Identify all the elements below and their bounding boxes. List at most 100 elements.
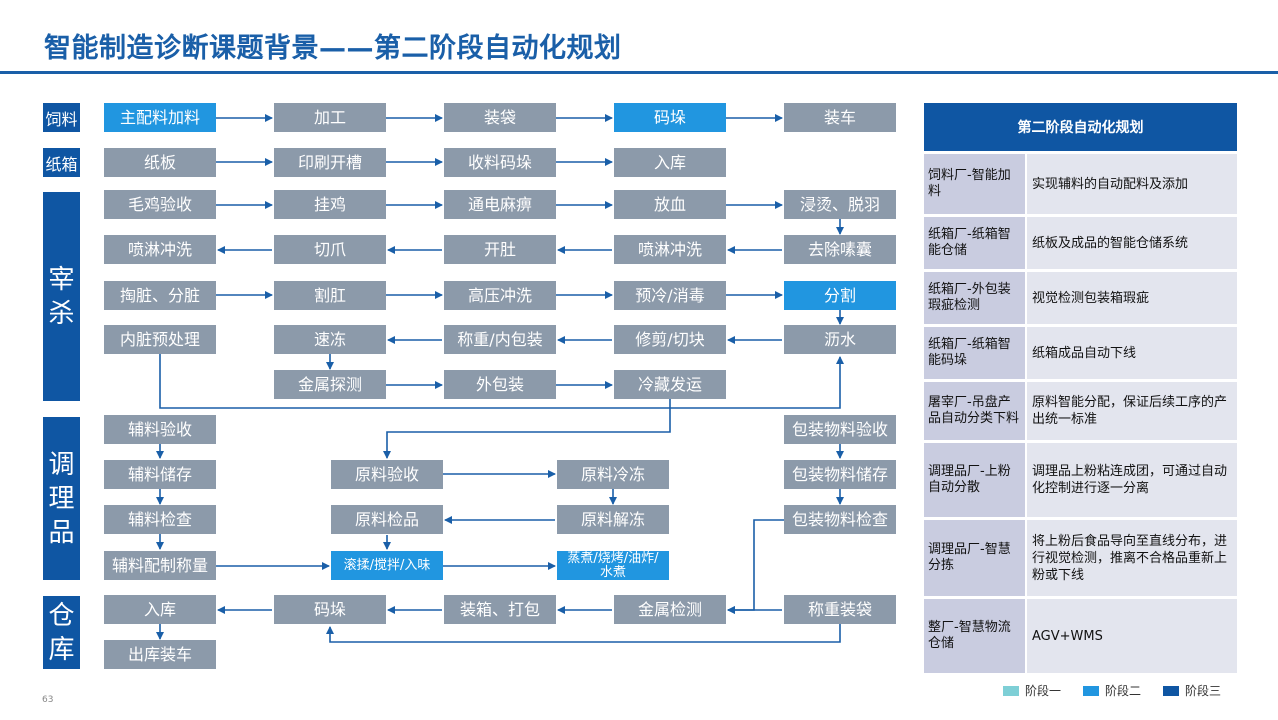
row-label-slaughter-char: 宰 bbox=[48, 264, 75, 295]
process-box-slaughter: 切爪 bbox=[274, 235, 386, 264]
process-box-slaughter: 速冻 bbox=[274, 325, 386, 354]
panel-row-key: 纸箱厂-外包装瑕疵检测 bbox=[924, 272, 1025, 324]
process-box-prepared: 辅料储存 bbox=[104, 460, 216, 489]
process-box-warehouse: 称重装袋 bbox=[784, 595, 896, 624]
process-box-prepared-cooking: 蒸煮/烧烤/油炸/水煮 bbox=[557, 551, 669, 580]
panel-row-value: 调理品上粉粘连成团，可通过自动化控制进行逐一分离 bbox=[1025, 443, 1237, 517]
row-label-feed-text: 饲料 bbox=[45, 109, 78, 129]
process-box-slaughter: 金属探测 bbox=[274, 370, 386, 399]
legend-item-stage2: 阶段二 bbox=[1083, 682, 1141, 699]
process-box-prepared-packaging: 包装物料检查 bbox=[784, 505, 896, 534]
row-label-warehouse-char: 仓 bbox=[48, 600, 75, 631]
process-box-slaughter: 挂鸡 bbox=[274, 190, 386, 219]
row-label-prepared-char: 品 bbox=[48, 517, 75, 548]
process-box-carton-board: 纸板 bbox=[104, 148, 216, 177]
process-box-prepared-packaging: 包装物料验收 bbox=[784, 415, 896, 444]
process-box-warehouse: 装箱、打包 bbox=[444, 595, 556, 624]
process-box-slaughter: 去除嗉囊 bbox=[784, 235, 896, 264]
process-box-slaughter: 内脏预处理 bbox=[104, 325, 216, 354]
process-box-slaughter: 开肚 bbox=[444, 235, 556, 264]
legend-swatch-stage2 bbox=[1083, 685, 1099, 696]
panel-row: 饲料厂-智能加料 实现辅料的自动配料及添加 bbox=[924, 151, 1237, 214]
process-box-slaughter: 外包装 bbox=[444, 370, 556, 399]
panel-row-key: 调理品厂-上粉自动分散 bbox=[924, 443, 1025, 517]
page-number: 63 bbox=[42, 695, 54, 705]
process-box-slaughter: 放血 bbox=[614, 190, 726, 219]
legend-label: 阶段三 bbox=[1185, 684, 1222, 698]
process-box-carton-printing: 印刷开槽 bbox=[274, 148, 386, 177]
process-box-warehouse: 出库装车 bbox=[104, 640, 216, 669]
panel-row: 屠宰厂-吊盘产品自动分类下料 原料智能分配，保证后续工序的产出统一标准 bbox=[924, 379, 1237, 440]
process-box-prepared: 原料验收 bbox=[331, 460, 443, 489]
process-box-feed-ingredient-dosing: 主配料加料 bbox=[104, 103, 216, 132]
panel-row: 调理品厂-上粉自动分散 调理品上粉粘连成团，可通过自动化控制进行逐一分离 bbox=[924, 440, 1237, 517]
process-box-prepared: 辅料配制称量 bbox=[104, 551, 216, 580]
panel-row-key: 屠宰厂-吊盘产品自动分类下料 bbox=[924, 382, 1025, 440]
row-label-slaughter-char: 杀 bbox=[48, 298, 75, 329]
process-box-slaughter: 预冷/消毒 bbox=[614, 281, 726, 310]
panel-row-key: 饲料厂-智能加料 bbox=[924, 154, 1025, 214]
legend-item-stage1: 阶段一 bbox=[1003, 682, 1061, 699]
panel-row: 纸箱厂-外包装瑕疵检测 视觉检测包装箱瑕疵 bbox=[924, 269, 1237, 324]
row-label-warehouse-char: 库 bbox=[48, 634, 75, 665]
panel-row-key: 调理品厂-智慧分拣 bbox=[924, 520, 1025, 596]
process-box-slaughter: 高压冲洗 bbox=[444, 281, 556, 310]
panel-row-key: 纸箱厂-纸箱智能码垛 bbox=[924, 327, 1025, 379]
legend-label: 阶段一 bbox=[1025, 684, 1062, 698]
panel-row: 整厂-智慧物流仓储 AGV+WMS bbox=[924, 596, 1237, 673]
panel-row: 纸箱厂-纸箱智能码垛 纸箱成品自动下线 bbox=[924, 324, 1237, 379]
row-label-prepared: 调 理 品 bbox=[43, 417, 80, 580]
panel-row-value: 纸板及成品的智能仓储系统 bbox=[1025, 217, 1237, 269]
process-box-slaughter: 喷淋冲洗 bbox=[614, 235, 726, 264]
panel-row-key: 整厂-智慧物流仓储 bbox=[924, 599, 1025, 673]
row-label-prepared-char: 调 bbox=[48, 449, 75, 480]
process-box-feed-processing: 加工 bbox=[274, 103, 386, 132]
process-box-slaughter: 冷藏发运 bbox=[614, 370, 726, 399]
legend-swatch-stage1 bbox=[1003, 685, 1019, 696]
process-box-feed-palletizing: 码垛 bbox=[614, 103, 726, 132]
panel-row-value: 纸箱成品自动下线 bbox=[1025, 327, 1237, 379]
row-label-warehouse: 仓 库 bbox=[43, 596, 80, 669]
panel-row-value: 实现辅料的自动配料及添加 bbox=[1025, 154, 1237, 214]
legend-swatch-stage3 bbox=[1163, 685, 1179, 696]
panel-row-key: 纸箱厂-纸箱智能仓储 bbox=[924, 217, 1025, 269]
process-box-feed-bagging: 装袋 bbox=[444, 103, 556, 132]
process-box-prepared: 辅料检查 bbox=[104, 505, 216, 534]
process-box-prepared: 辅料验收 bbox=[104, 415, 216, 444]
row-label-carton: 纸箱 bbox=[43, 148, 80, 177]
process-box-slaughter: 掏脏、分脏 bbox=[104, 281, 216, 310]
panel-row-value: 视觉检测包装箱瑕疵 bbox=[1025, 272, 1237, 324]
row-label-carton-text: 纸箱 bbox=[45, 154, 78, 174]
page-title: 智能制造诊断课题背景——第二阶段自动化规划 bbox=[44, 33, 622, 64]
panel-row: 调理品厂-智慧分拣 将上粉后食品导向至直线分布，进行视觉检测，推离不合格品重新上… bbox=[924, 517, 1237, 596]
process-box-slaughter: 称重/内包装 bbox=[444, 325, 556, 354]
stage2-plan-panel: 第二阶段自动化规划 饲料厂-智能加料 实现辅料的自动配料及添加 纸箱厂-纸箱智能… bbox=[924, 103, 1237, 673]
process-box-prepared: 原料冷冻 bbox=[557, 460, 669, 489]
process-box-slaughter-cutting: 分割 bbox=[784, 281, 896, 310]
process-box-slaughter: 修剪/切块 bbox=[614, 325, 726, 354]
panel-row-value: 将上粉后食品导向至直线分布，进行视觉检测，推离不合格品重新上粉或下线 bbox=[1025, 520, 1237, 596]
process-box-slaughter: 割肛 bbox=[274, 281, 386, 310]
row-label-feed: 饲料 bbox=[43, 103, 80, 132]
process-box-prepared: 原料解冻 bbox=[557, 505, 669, 534]
process-box-slaughter: 通电麻痹 bbox=[444, 190, 556, 219]
panel-row: 纸箱厂-纸箱智能仓储 纸板及成品的智能仓储系统 bbox=[924, 214, 1237, 269]
process-box-slaughter: 浸烫、脱羽 bbox=[784, 190, 896, 219]
legend-label: 阶段二 bbox=[1105, 684, 1142, 698]
process-box-warehouse: 入库 bbox=[104, 595, 216, 624]
process-box-carton-stacking: 收料码垛 bbox=[444, 148, 556, 177]
process-box-warehouse: 金属检测 bbox=[614, 595, 726, 624]
process-box-warehouse: 码垛 bbox=[274, 595, 386, 624]
panel-row-value: 原料智能分配，保证后续工序的产出统一标准 bbox=[1025, 382, 1237, 440]
row-label-slaughter: 宰 杀 bbox=[43, 192, 80, 401]
process-box-carton-storage: 入库 bbox=[614, 148, 726, 177]
process-box-prepared: 原料检品 bbox=[331, 505, 443, 534]
panel-header: 第二阶段自动化规划 bbox=[924, 103, 1237, 151]
process-box-slaughter: 沥水 bbox=[784, 325, 896, 354]
process-box-prepared-tumbling: 滚揉/搅拌/入味 bbox=[331, 551, 443, 580]
title-divider bbox=[0, 71, 1278, 74]
panel-row-value: AGV+WMS bbox=[1025, 599, 1237, 673]
legend-item-stage3: 阶段三 bbox=[1163, 682, 1221, 699]
process-box-slaughter: 喷淋冲洗 bbox=[104, 235, 216, 264]
row-label-prepared-char: 理 bbox=[48, 483, 75, 514]
